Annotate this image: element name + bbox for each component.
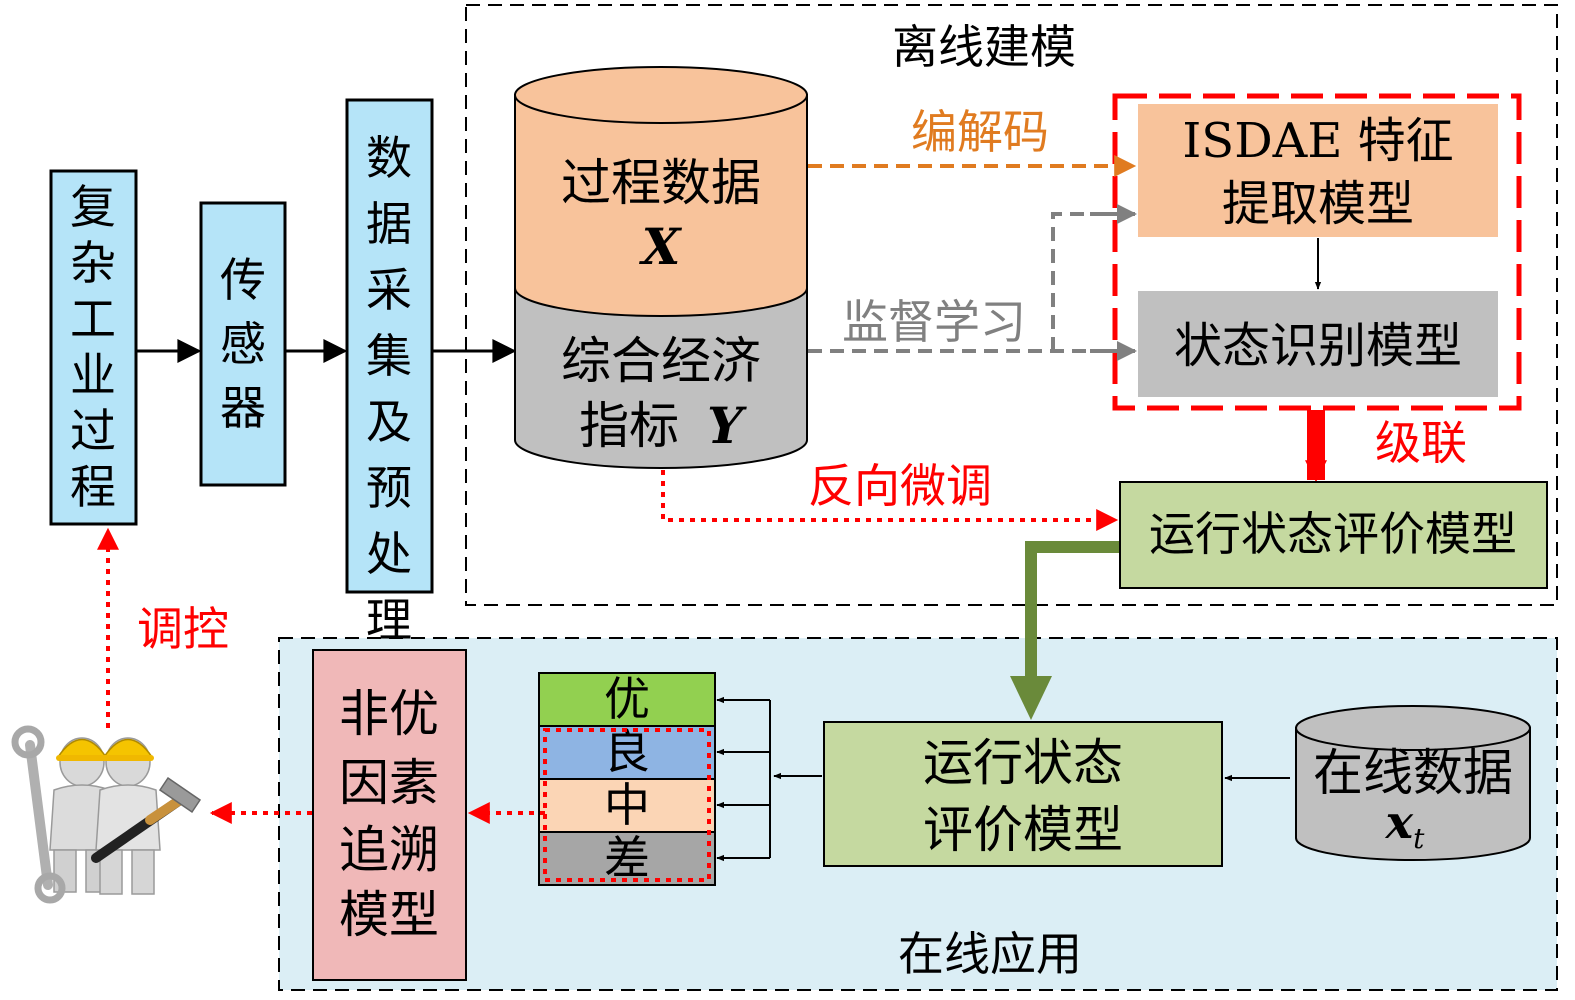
vertical-char: 处 [366,527,412,581]
grade-good-box [538,725,716,780]
process-data-symbol: X [639,217,683,276]
online-data-t: t [1413,822,1425,855]
vertical-char: 过 [70,404,116,458]
grade-medium-label: 中 [604,778,650,832]
grade-poor-box [538,831,716,886]
state-recognition-box [1138,291,1498,397]
online-data-cylinder [1295,705,1531,861]
vertical-char: 数 [366,131,412,185]
industrial-process-box: 复杂工业过程 [49,169,138,526]
indicator-label-2: 指标 Y [579,396,747,455]
vertical-char: 传 [220,253,266,307]
process-data-label: 过程数据 [561,154,761,212]
vertical-char: 感 [220,317,266,371]
online-eval-box [823,721,1223,867]
indicator-symbol: Y [707,396,747,455]
vertical-char: 器 [220,381,266,435]
arrow-finetune [661,470,1119,531]
vertical-char: 理 [366,593,412,647]
isdae-line2: 提取模型 [1222,176,1414,232]
cascade-label: 级联 [1375,416,1467,470]
traceback-box [312,649,467,981]
online-data-label: 在线数据 [1313,744,1513,802]
vertical-char: 杂 [70,236,116,290]
online-eval-line2: 评价模型 [923,801,1123,859]
arrow-deploy [1025,541,1119,694]
sensor-box: 传感器 [199,201,287,487]
finetune-label: 反向微调 [808,459,992,513]
data-acquisition-label: 数据采集及预处理 [366,131,412,647]
vertical-char: 工 [70,292,116,346]
vertical-char: 集 [366,329,412,383]
online-eval-line1: 运行状态 [923,734,1123,792]
non-optimal-grades-border [543,728,711,882]
grade-excellent-box [538,672,716,727]
isdae-line1: ISDAE 特征 [1182,113,1453,169]
online-data-x: x [1385,795,1414,849]
vertical-char: 预 [366,461,412,515]
evaluation-model-label: 运行状态评价模型 [1149,507,1517,561]
data-acquisition-box: 数据采集及预处理 [345,98,434,647]
offline-region-title: 离线建模 [892,20,1076,74]
vertical-char: 据 [366,197,412,251]
traceback-line4: 模型 [339,886,439,944]
isdae-box [1138,104,1498,237]
indicator-label: 综合经济 [561,332,761,390]
workers-icon [11,725,202,904]
grade-excellent-label: 优 [604,672,650,726]
state-recognition-label: 状态识别模型 [1174,318,1462,374]
database-cylinder [514,66,808,469]
grade-good-label: 良 [604,725,650,779]
grade-poor-label: 差 [604,831,650,885]
vertical-char: 业 [70,348,116,402]
offline-region [465,4,1558,606]
arrow-deploy-head [1010,676,1052,720]
arrow-supervised [808,212,1134,353]
control-label: 调控 [137,602,229,656]
supervised-label: 监督学习 [842,295,1026,349]
evaluation-model-box [1119,481,1548,589]
vertical-char: 及 [366,395,412,449]
grade-medium-box [538,778,716,833]
industrial-process-label: 复杂工业过程 [70,180,116,514]
traceback-line3: 追溯 [339,821,439,879]
vertical-char: 复 [70,180,116,234]
indicator-word: 指标 [579,397,679,455]
vertical-char: 采 [366,263,412,317]
traceback-line1: 非优 [339,685,439,743]
traceback-line2: 因素 [339,754,439,812]
encode-decode-label: 编解码 [911,105,1049,159]
sensor-label: 传感器 [220,253,266,435]
vertical-char: 程 [70,460,116,514]
isdae-group-border [1112,93,1522,411]
online-region-title: 在线应用 [898,927,1082,981]
online-data-symbol: xt [1385,795,1425,855]
